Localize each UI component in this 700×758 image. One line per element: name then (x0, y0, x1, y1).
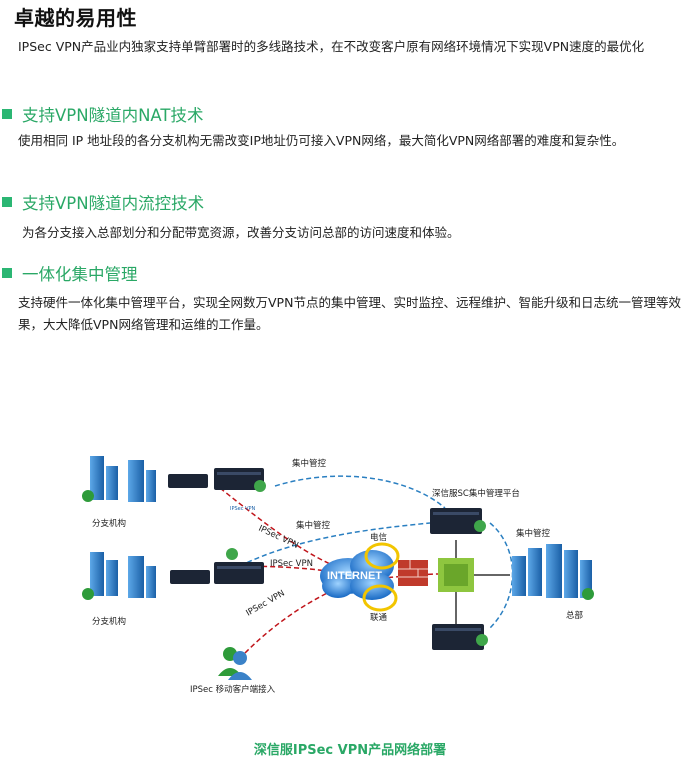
bullet-square-icon (2, 197, 12, 207)
section-heading-flow: 支持VPN隧道内流控技术 (2, 190, 204, 214)
tunnel-label-1: IPSec VPN (257, 524, 300, 551)
branch-label-2: 分支机构 (92, 616, 126, 627)
router-icon (170, 562, 264, 584)
mgmt-line-1 (274, 475, 446, 509)
unicom-line (362, 584, 398, 612)
section-title: 支持VPN隧道内流控技术 (22, 194, 205, 213)
platform-label: 深信服SC集中管理平台 (432, 488, 520, 499)
mobile-user-icon (218, 647, 252, 680)
section-title: 一体化集中管理 (22, 265, 138, 284)
unicom-label: 联通 (370, 612, 388, 623)
branch-building-icon (82, 552, 156, 600)
device-label: IPSec VPN (230, 506, 256, 512)
page-title: 卓越的易用性 (14, 6, 137, 30)
firewall-icon (398, 560, 428, 586)
bullet-square-icon (2, 109, 12, 119)
internet-label: INTERNET (327, 570, 382, 582)
globe-icon (476, 634, 488, 646)
globe-icon (474, 520, 486, 532)
globe-icon (226, 548, 238, 560)
sc-platform-server-icon (430, 508, 482, 534)
branch-building-icon (82, 456, 156, 502)
telecom-line (364, 542, 400, 570)
mgmt-label-1: 集中管控 (292, 458, 327, 469)
vpn-tunnel-3 (244, 585, 343, 654)
hq-label: 总部 (566, 610, 584, 621)
telecom-label: 电信 (370, 532, 388, 543)
globe-icon (254, 480, 266, 492)
section-text-nat: 使用相同 IP 地址段的各分支机构无需改变IP地址仍可接入VPN网络，最大简化V… (18, 133, 625, 148)
section-heading-nat: 支持VPN隧道内NAT技术 (2, 102, 204, 126)
mgmt-label-3: 集中管控 (516, 528, 551, 539)
section-text-mgmt: 支持硬件一体化集中管理平台，实现全网数万VPN节点的集中管理、实时监控、远程维护… (18, 295, 681, 332)
bullet-square-icon (2, 268, 12, 278)
router-icon (168, 468, 264, 490)
mgmt-line-2 (239, 522, 431, 567)
section-title: 支持VPN隧道内NAT技术 (22, 106, 204, 125)
mobile-label: IPSec 移动客户端接入 (190, 684, 276, 695)
intro-text: IPSec VPN产品业内独家支持单臂部署时的多线路技术，在不改变客户原有网络环… (18, 39, 645, 54)
branch-label-1: 分支机构 (92, 518, 126, 529)
tunnel-label-2: IPSec VPN (270, 559, 313, 569)
network-deployment-diagram: IPSec VPN 分支机构 分支机构 INTERNET 电信 联通 (82, 456, 594, 695)
tunnel-label-3: IPSec VPN (245, 588, 287, 618)
mgmt-label-2: 集中管控 (296, 520, 331, 531)
diagram-caption: 深信服IPSec VPN产品网络部署 (253, 743, 447, 758)
switch-icon (438, 558, 474, 592)
section-text-flow: 为各分支接入总部划分和分配带宽资源，改善分支访问总部的访问速度和体验。 (22, 225, 460, 240)
section-heading-mgmt: 一体化集中管理 (2, 261, 138, 285)
hq-vpn-device-icon (432, 624, 484, 650)
hq-building-icon (512, 544, 594, 600)
